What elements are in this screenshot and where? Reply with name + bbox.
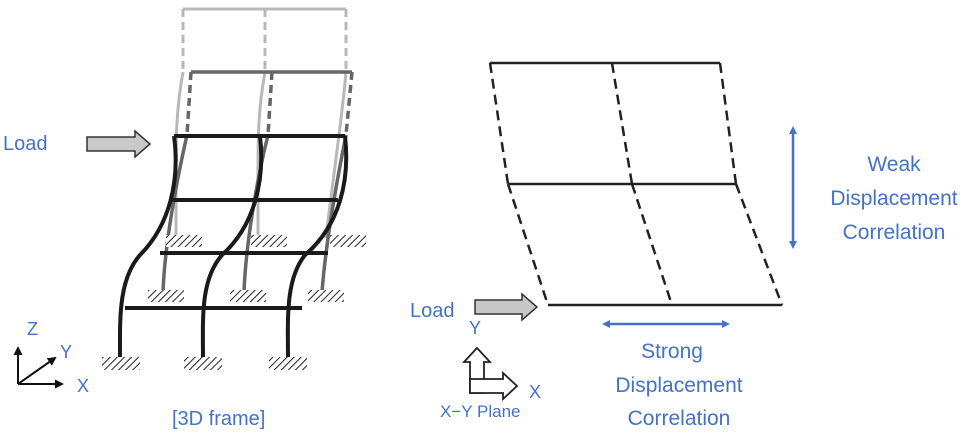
back-frame xyxy=(174,7,348,239)
support-mid-3 xyxy=(308,290,344,302)
right-load-label: Load xyxy=(410,300,455,322)
plane-axis-x-label: X xyxy=(529,382,541,402)
axes-2d-icon xyxy=(461,346,519,402)
left-load-label: Load xyxy=(3,133,48,155)
frame-caption: [3D frame] xyxy=(172,408,265,430)
support-front-3 xyxy=(269,357,307,370)
plane-axis-y-label: Y xyxy=(469,318,481,338)
ground-supports xyxy=(102,235,366,370)
load-arrow-icon xyxy=(86,129,152,159)
plane-load-arrow-icon xyxy=(474,292,539,322)
strong-label-line-2: Displacement xyxy=(615,374,742,397)
support-front-2 xyxy=(184,357,222,370)
support-back-2 xyxy=(251,235,287,247)
axis-z-label: Z xyxy=(27,319,38,339)
plane-frame xyxy=(488,61,784,307)
weak-label-line-1: Weak xyxy=(867,153,921,176)
weak-label-line-2: Displacement xyxy=(830,187,957,210)
support-back-3 xyxy=(330,235,366,247)
strong-label-line-3: Correlation xyxy=(628,407,731,430)
axis-x-label: X xyxy=(77,376,89,396)
support-mid-2 xyxy=(230,290,266,302)
plane-caption: X−Y Plane xyxy=(440,402,521,421)
xy-plane-diagram: Load Weak Displacement Correlation Stron… xyxy=(410,61,958,430)
support-front-1 xyxy=(102,357,140,370)
support-mid-1 xyxy=(148,290,184,302)
support-back-1 xyxy=(166,235,202,247)
front-frame xyxy=(117,134,349,361)
frame-3d: Load Z Y X [3D frame] xyxy=(3,7,366,430)
strong-label-line-1: Strong xyxy=(641,340,703,363)
axes-3d-icon xyxy=(13,346,64,389)
weak-label-line-3: Correlation xyxy=(843,221,946,244)
axis-y-label: Y xyxy=(60,342,72,362)
